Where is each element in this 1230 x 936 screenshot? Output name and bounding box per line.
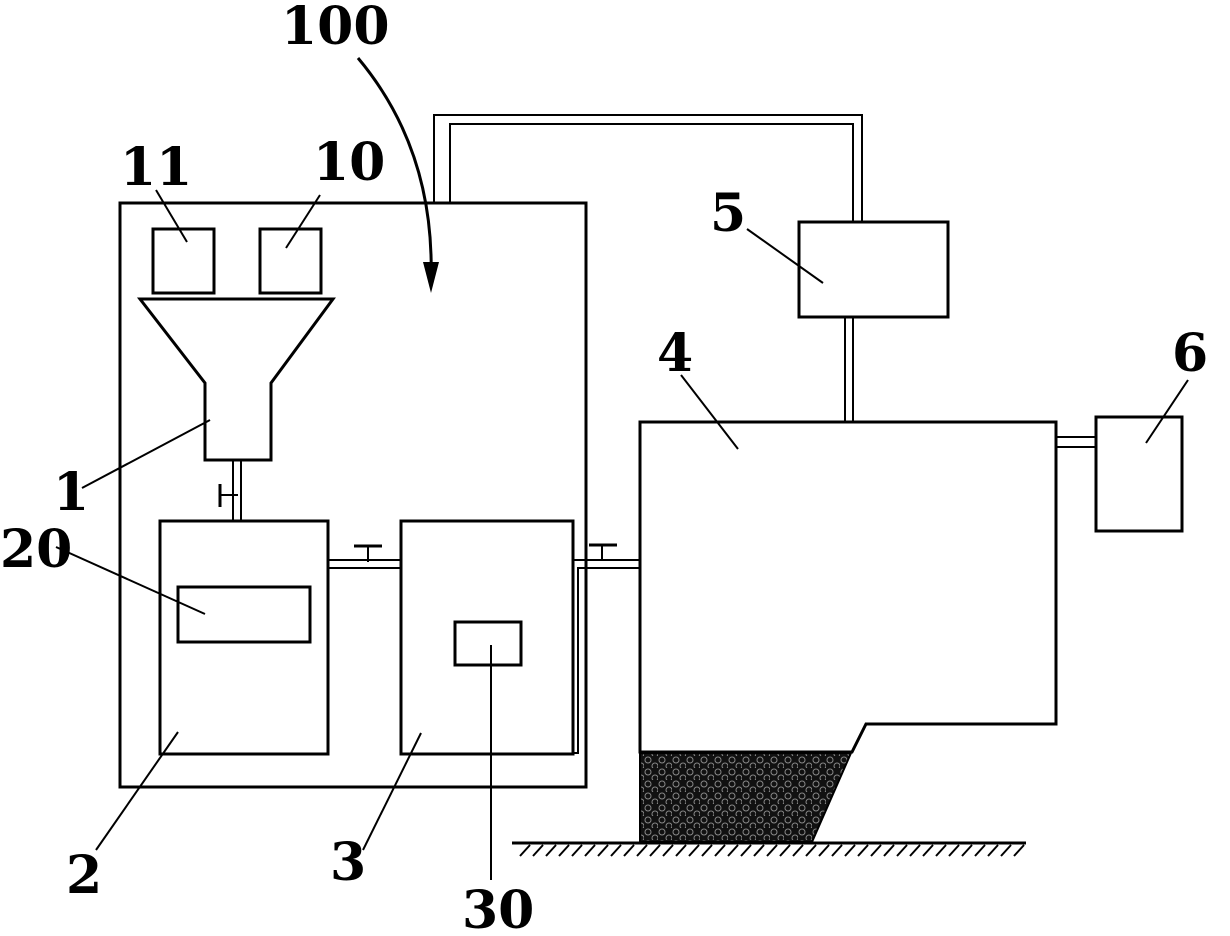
top-pipe-inner: [449, 123, 854, 222]
leader-11: [155, 189, 188, 243]
ground-hatch-mark: [974, 844, 986, 857]
tank-3: [399, 519, 575, 756]
ground-hatch-mark: [766, 844, 778, 857]
label-3: 3: [330, 832, 366, 893]
ground-hatch-mark: [753, 844, 765, 857]
label-20: 20: [0, 519, 72, 580]
label-4: 4: [657, 323, 693, 384]
ground-hatch-mark: [584, 844, 596, 857]
ground-hatch-mark: [1000, 844, 1012, 857]
ground-hatch-mark: [610, 844, 622, 857]
leader-10: [285, 194, 321, 249]
ground-hatch-mark: [948, 844, 960, 857]
ground-hatch-mark: [571, 844, 583, 857]
ground-hatch-mark: [831, 844, 843, 857]
leader-5: [746, 228, 824, 284]
ground-hatch-mark: [558, 844, 570, 857]
unit-5: [797, 220, 950, 319]
leader-4: [680, 374, 739, 450]
ground-hatch-mark: [727, 844, 739, 857]
ground-hatch-mark: [961, 844, 973, 857]
arrowhead-100: [423, 262, 439, 293]
ground-hatch-mark: [935, 844, 947, 857]
ground-hatch-mark: [896, 844, 908, 857]
ground-hatch-mark: [688, 844, 700, 857]
ground-hatch-mark: [844, 844, 856, 857]
ground-hatch-mark: [623, 844, 635, 857]
ground-hatch-mark: [857, 844, 869, 857]
valve-hopper-tank2: [218, 460, 242, 522]
valve-tank3-unit4: [573, 543, 640, 754]
label-11: 11: [120, 137, 192, 198]
ground-hatch-mark: [818, 844, 830, 857]
ground-hatch-mark: [792, 844, 804, 857]
label-100: 100: [281, 0, 390, 57]
top-pipe-outer: [433, 114, 863, 222]
ground-hatch-mark: [597, 844, 609, 857]
ground-hatch-mark: [909, 844, 921, 857]
valve-tank2-tank3: [328, 544, 401, 569]
ground-hatch-mark: [519, 844, 531, 857]
label-2: 2: [66, 845, 102, 906]
tank-2: [158, 519, 330, 756]
box-11: [151, 227, 216, 295]
ground-hatch-mark: [805, 844, 817, 857]
ground-hatch-mark: [1013, 844, 1025, 857]
ground-line: [512, 841, 1026, 857]
ground-hatch-mark: [636, 844, 648, 857]
ground-hatch-mark: [675, 844, 687, 857]
module-30: [453, 620, 523, 667]
leader-1: [81, 419, 211, 489]
ground-hatch-mark: [740, 844, 752, 857]
ground-hatch-mark: [870, 844, 882, 857]
box-10: [258, 227, 323, 295]
label-6: 6: [1172, 323, 1208, 384]
label-1: 1: [53, 462, 89, 523]
controller-20: [176, 585, 312, 644]
ground-hatch-mark: [701, 844, 713, 857]
leader-100-arrow: [356, 57, 433, 281]
unit-6: [1094, 415, 1184, 533]
enclosure-box: [118, 201, 588, 789]
unit-4: [638, 420, 1058, 754]
ground-hatch-mark: [883, 844, 895, 857]
ground-hatch-mark: [987, 844, 999, 857]
ground-hatch-mark: [922, 844, 934, 857]
label-10: 10: [313, 132, 385, 193]
ground-hatch-mark: [649, 844, 661, 857]
ground-hatch-mark: [545, 844, 557, 857]
label-30: 30: [462, 880, 534, 931]
ground-hatch-mark: [662, 844, 674, 857]
leader-3: [362, 732, 422, 851]
ground-hatch-mark: [714, 844, 726, 857]
leader-6: [1145, 379, 1189, 444]
label-5: 5: [710, 183, 746, 244]
hopper-funnel: [136, 297, 336, 462]
aggregate-pile: [639, 752, 853, 843]
leader-2: [95, 731, 179, 851]
ground-hatch-mark: [779, 844, 791, 857]
leader-20: [55, 546, 206, 615]
ground-hatch-mark: [532, 844, 544, 857]
